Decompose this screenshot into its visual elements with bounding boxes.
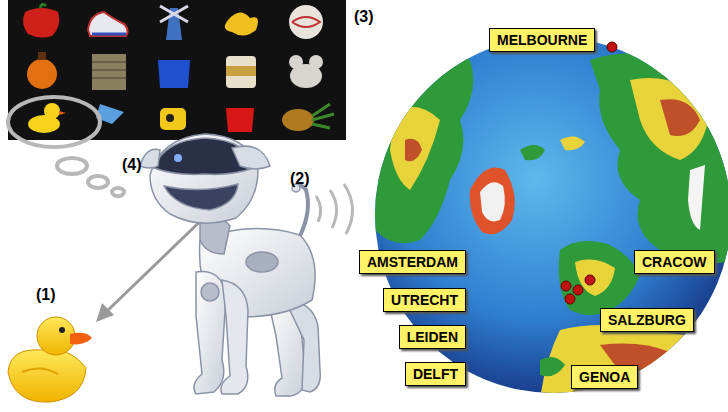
rubber-duck (8, 317, 92, 402)
city-name: GENOA (579, 369, 630, 385)
object-grid (8, 0, 346, 140)
city-name: CRACOW (642, 254, 707, 270)
city-label: GENOA (571, 365, 638, 389)
signal-waves (316, 184, 353, 234)
city-label: MELBOURNE (489, 28, 595, 52)
city-name: SALZBURG (608, 312, 686, 328)
city-name: UTRECHT (391, 292, 458, 308)
city-name: MELBOURNE (497, 32, 587, 48)
city-label: AMSTERDAM (359, 250, 466, 274)
city-label: DELFT (405, 362, 466, 386)
thought-bubble (8, 97, 124, 196)
city-label: UTRECHT (383, 288, 466, 312)
robot-dog (140, 134, 320, 396)
callout-number: (3) (354, 8, 374, 26)
city-label: SALZBURG (600, 308, 694, 332)
callout-number: (2) (290, 170, 310, 188)
city-label: LEIDEN (399, 325, 466, 349)
city-label: CRACOW (634, 250, 715, 274)
city-name: DELFT (413, 366, 458, 382)
city-name: AMSTERDAM (367, 254, 458, 270)
globe (375, 37, 728, 400)
city-name: LEIDEN (407, 329, 458, 345)
callout-number: (1) (36, 286, 56, 304)
callout-number: (4) (122, 156, 142, 174)
